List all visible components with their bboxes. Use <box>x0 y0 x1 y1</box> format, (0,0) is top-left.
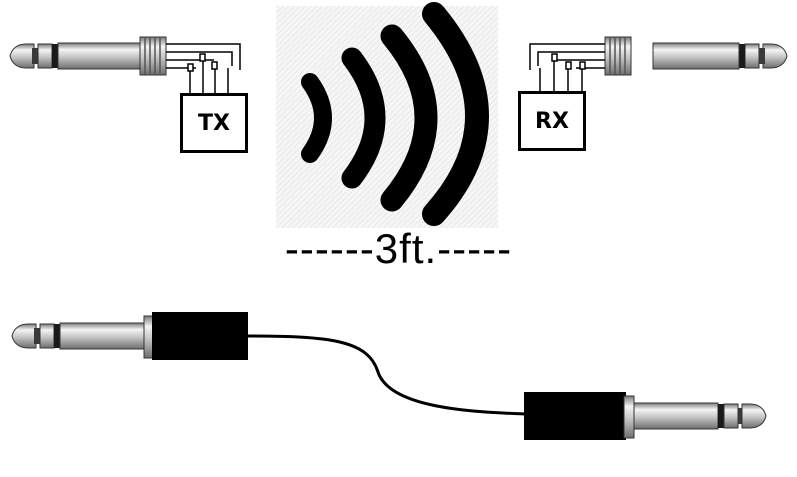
tx-leads <box>189 61 229 93</box>
cable-left-housing <box>152 312 248 360</box>
cable-wire <box>245 334 527 416</box>
tx-plug <box>9 36 241 93</box>
receiver-label: RX <box>535 108 569 134</box>
wired-cable <box>11 312 767 440</box>
cable-right-plug <box>524 392 767 440</box>
cable-left-plug <box>11 312 248 360</box>
transmitter-box: TX <box>180 93 248 153</box>
cable-right-housing <box>524 392 626 440</box>
wireless-waves-icon <box>276 2 498 228</box>
distance-label: ------3ft.----- <box>284 225 513 272</box>
tx-plug-collar <box>139 36 167 76</box>
rx-solder-lugs <box>529 43 605 70</box>
rx-leads <box>539 61 583 91</box>
rx-plug-collar <box>604 36 632 76</box>
receiver-box: RX <box>518 91 586 151</box>
rx-plug <box>529 36 788 91</box>
transmitter-label: TX <box>198 110 230 136</box>
